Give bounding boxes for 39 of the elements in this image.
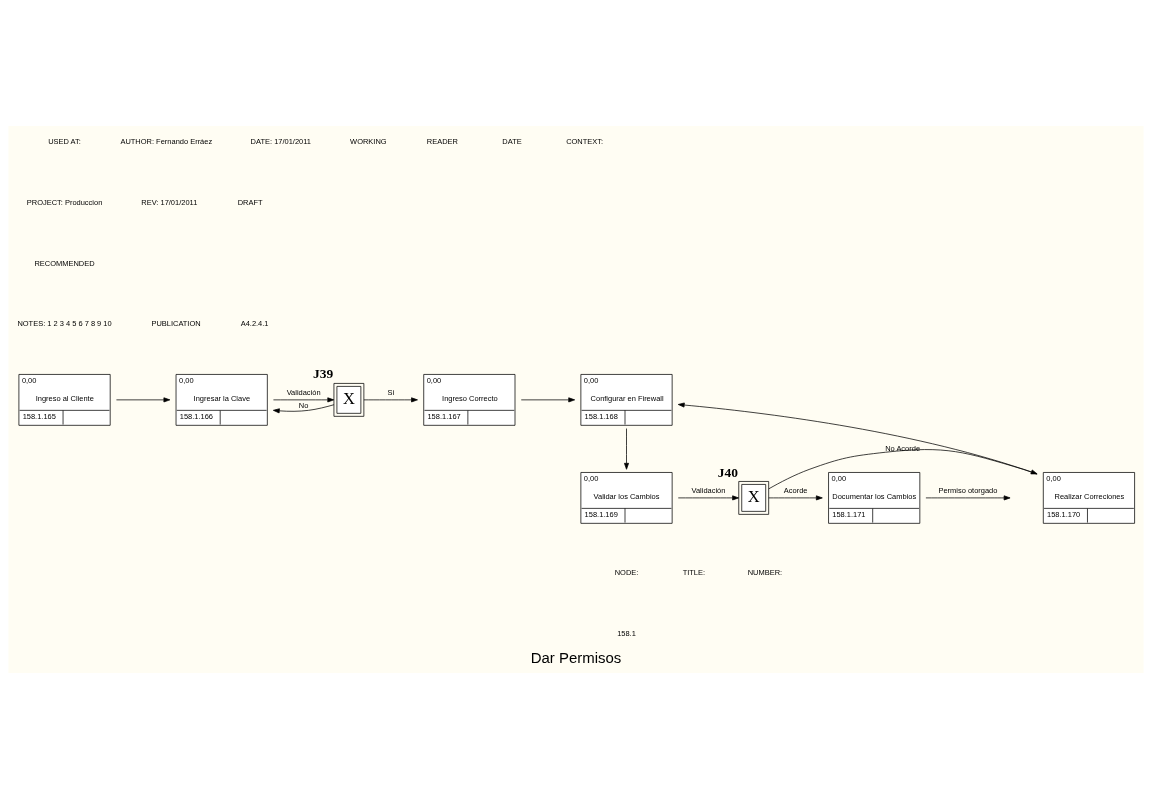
edge-label: Validación	[286, 387, 321, 397]
label: 158.1	[617, 628, 636, 638]
label: NOTES: 1 2 3 4 5 6 7 8 9 10	[17, 318, 112, 328]
arrow	[116, 396, 171, 402]
label: DRAFT	[237, 197, 263, 207]
arrow	[925, 494, 1011, 500]
edge-label: No Acorde	[885, 443, 921, 453]
arrow	[273, 396, 335, 402]
node-label: J39	[312, 365, 334, 381]
arrow	[677, 494, 739, 500]
label: AUTHOR: Fernando Erráez	[120, 136, 213, 146]
label: DATE: 17/01/2011	[250, 136, 311, 146]
arrow	[520, 396, 576, 402]
diagram-title: Dar Permisos	[530, 648, 622, 666]
label: REV: 17/01/2011	[141, 197, 198, 207]
label: NODE:	[614, 567, 639, 577]
label: PROJECT: Produccion	[26, 197, 103, 207]
arrow	[677, 402, 1038, 475]
arrow	[768, 448, 1038, 489]
label: DATE	[502, 136, 522, 146]
edge-label: Permiso otorgado	[938, 485, 998, 495]
label: A4.2.4.1	[240, 318, 269, 328]
label: USED AT:	[48, 136, 81, 146]
label: READER	[426, 136, 458, 146]
edge-label: Validación	[691, 485, 726, 495]
label: RECOMMENDED	[34, 258, 95, 268]
arrow	[624, 427, 629, 470]
arrow	[363, 396, 418, 402]
label: PUBLICATION	[151, 318, 201, 328]
edge-label: No	[298, 400, 309, 410]
node-label: J40	[717, 464, 738, 479]
label: CONTEXT:	[566, 136, 604, 146]
label: WORKING	[350, 136, 387, 146]
arrow	[768, 494, 823, 500]
edge-label: Si	[387, 387, 395, 397]
label: TITLE:	[682, 567, 706, 577]
edge-label: Acorde	[783, 485, 808, 495]
label: NUMBER:	[747, 567, 783, 577]
arrow	[272, 403, 335, 413]
